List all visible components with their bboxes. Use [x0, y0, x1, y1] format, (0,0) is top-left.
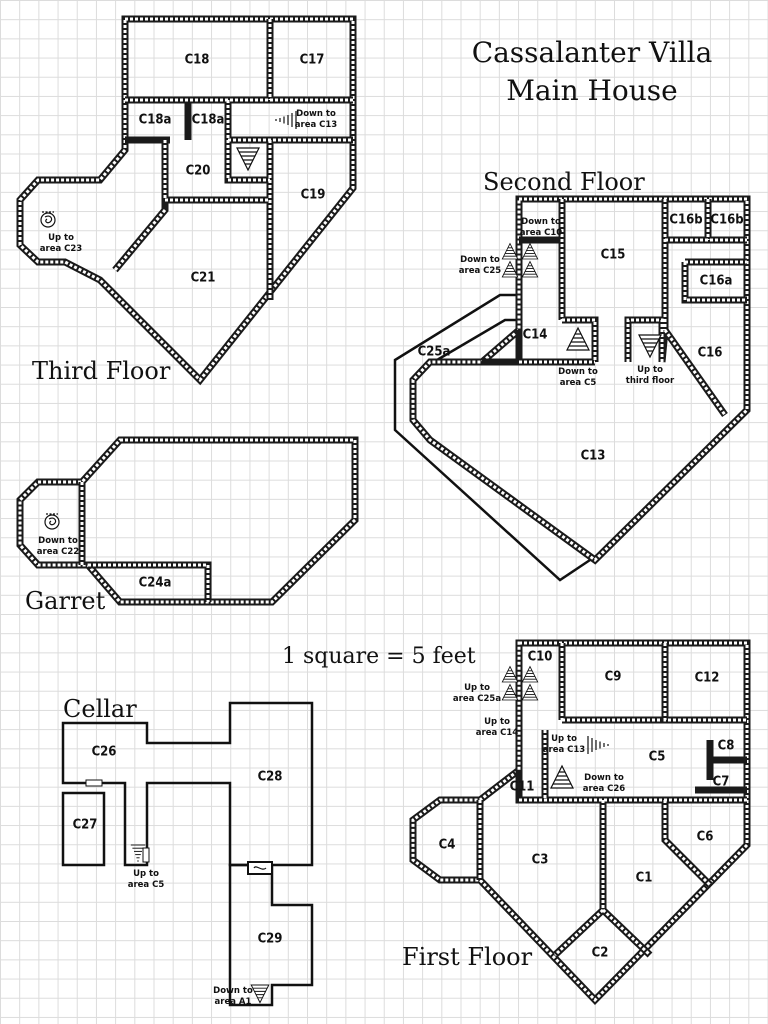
room-C12: C12	[695, 671, 720, 686]
room-C9: C9	[605, 670, 622, 685]
first-floor-plan	[409, 639, 751, 1006]
garret-outer-wall	[16, 436, 359, 606]
room-C7: C7	[713, 775, 730, 790]
cellar-c29-wall	[228, 863, 314, 1007]
note-down-c10-line1: Down to	[521, 217, 561, 227]
room-C11: C11	[510, 780, 535, 795]
room-C18: C18	[185, 53, 210, 68]
room-C21: C21	[191, 271, 216, 286]
room-C26: C26	[92, 745, 117, 760]
map-title-line1: Cassalanter Villa	[472, 36, 713, 69]
room-C13: C13	[581, 449, 606, 464]
room-C17: C17	[300, 53, 325, 68]
second-floor-plan	[393, 195, 751, 582]
room-C5: C5	[649, 750, 666, 765]
room-C8: C8	[718, 739, 735, 754]
room-C16a: C16a	[700, 274, 733, 289]
room-C25a: C25a	[418, 345, 451, 360]
room-C16b-left: C16b	[669, 213, 702, 228]
room-C29: C29	[258, 932, 283, 947]
floor-label-cellar: Cellar	[63, 695, 137, 723]
room-C16b-right: C16b	[710, 213, 743, 228]
note-up-c14-line2: area C14	[476, 728, 519, 738]
note-down-c13-line2: area C13	[295, 120, 338, 130]
floor-label-third: Third Floor	[32, 357, 171, 385]
note-up-c5-line2: area C5	[128, 880, 165, 890]
note-up-c13-line1: Up to	[551, 734, 577, 744]
cellar-plan	[61, 701, 314, 1007]
note-down-c25-line2: area C25	[459, 266, 502, 276]
note-up-c14-line1: Up to	[484, 717, 510, 727]
note-up-c23-line1: Up to	[48, 233, 74, 243]
note-up-c13-line2: area C13	[543, 745, 586, 755]
cellar-main-wall	[61, 701, 314, 867]
note-up-c25a-line1: Up to	[464, 683, 490, 693]
garret-plan	[16, 436, 359, 606]
floor-label-first: First Floor	[402, 943, 533, 971]
note-up-third-line1: Up to	[637, 365, 663, 375]
room-C20: C20	[186, 164, 211, 179]
note-down-c13-line1: Down to	[296, 109, 336, 119]
note-down-c26-line1: Down to	[584, 773, 624, 783]
room-C3: C3	[532, 853, 549, 868]
room-C6: C6	[697, 830, 714, 845]
third-floor-plan	[16, 15, 357, 386]
room-C15: C15	[601, 248, 626, 263]
room-C19: C19	[301, 188, 326, 203]
note-up-c5-line1: Up to	[133, 869, 159, 879]
room-C18a-right: C18a	[192, 113, 225, 128]
room-C2: C2	[592, 946, 609, 961]
note-down-c26-line2: area C26	[583, 784, 626, 794]
map-title-line2: Main House	[506, 74, 678, 107]
cellar-c27-wall	[61, 791, 106, 867]
room-C14: C14	[523, 328, 548, 343]
note-down-c5-line1: Down to	[558, 367, 598, 377]
floor-label-second: Second Floor	[483, 168, 645, 196]
note-down-c22-line1: Down to	[38, 536, 78, 546]
room-C10: C10	[528, 650, 553, 665]
c25a-passage	[393, 293, 591, 582]
room-C28: C28	[258, 770, 283, 785]
floor-label-garret: Garret	[25, 587, 106, 615]
map-scale: 1 square = 5 feet	[282, 644, 476, 669]
note-down-c22-line2: area C22	[37, 547, 80, 557]
note-down-c10-line2: area C10	[520, 228, 563, 238]
note-up-c25a-line2: area C25a	[453, 694, 501, 704]
note-down-c5-line2: area C5	[560, 378, 597, 388]
note-up-c23-line2: area C23	[40, 244, 83, 254]
note-down-c25-line1: Down to	[460, 255, 500, 265]
note-down-a1-line1: Down to	[213, 986, 253, 996]
room-C18a-left: C18a	[139, 113, 172, 128]
room-C24a: C24a	[139, 576, 172, 591]
room-C1: C1	[636, 871, 653, 886]
room-C16: C16	[698, 346, 723, 361]
room-C4: C4	[439, 838, 456, 853]
room-C27: C27	[73, 818, 98, 833]
note-down-a1-line2: area A1	[215, 997, 252, 1007]
note-up-third-line2: third floor	[626, 376, 675, 386]
